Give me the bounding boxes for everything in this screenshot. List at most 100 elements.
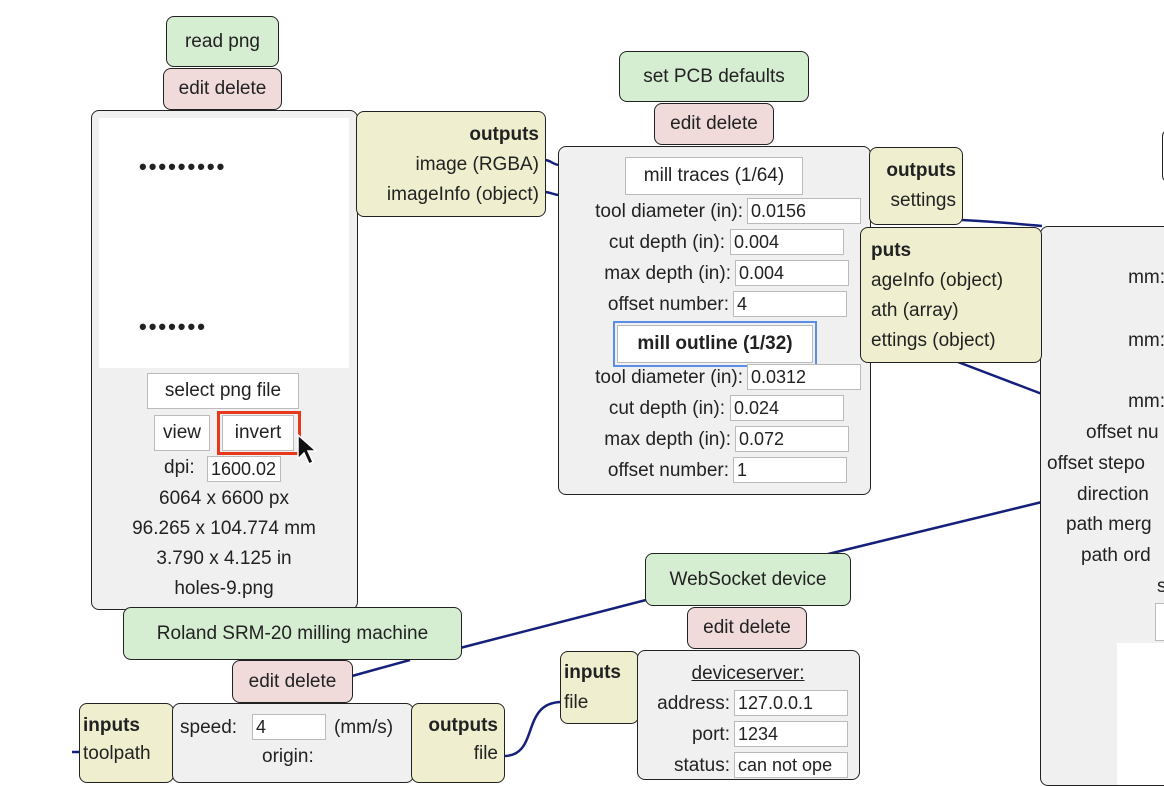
raster-mm-label-2: mm: (1128, 330, 1164, 351)
traces-cut-depth-input[interactable]: 0.004 (730, 229, 844, 255)
highlight-box (217, 411, 301, 455)
inputs-title: inputs (83, 715, 140, 736)
dpi-label: dpi: (164, 457, 195, 478)
roland-title[interactable]: Roland SRM-20 milling machine (123, 607, 462, 660)
raster-direction-label: direction (1077, 484, 1149, 505)
preview-holes-row-bottom: ••••••• (139, 314, 207, 339)
inputs-title: inputs (564, 662, 621, 683)
address-input[interactable]: 127.0.0.1 (734, 690, 848, 716)
input-file[interactable]: file (564, 692, 589, 713)
outline-max-depth-label: max depth (in): (604, 429, 731, 450)
pcb-defaults-panel: mill traces (1/64) tool diameter (in): 0… (558, 146, 871, 495)
raster-mm-label-1: mm: (1128, 267, 1164, 288)
status-label: status: (674, 755, 730, 776)
websocket-edit-delete[interactable]: edit delete (687, 607, 807, 649)
raster-button-partial[interactable] (1155, 603, 1164, 641)
input-toolpath[interactable]: toolpath (83, 743, 151, 764)
read-png-title-text: read png (184, 30, 260, 52)
read-png-title[interactable]: read png (166, 16, 279, 67)
port-input[interactable]: 1234 (734, 721, 848, 747)
outline-offset-number-input[interactable]: 1 (733, 457, 847, 483)
status-input[interactable]: can not ope (734, 752, 848, 778)
raster-mm-label-3: mm: (1128, 391, 1164, 412)
outputs-title: puts (871, 240, 912, 261)
outputs-title: outputs (428, 715, 498, 736)
wire-websocket-to-roland (459, 598, 647, 650)
connection-wires (72, 158, 1043, 758)
roland-title-text: Roland SRM-20 milling machine (156, 622, 429, 644)
view-button[interactable]: view (154, 415, 210, 451)
read-png-edit-delete[interactable]: edit delete (163, 68, 282, 110)
wire-raster-to-machine-a (957, 360, 1043, 396)
speed-unit: (mm/s) (334, 717, 394, 738)
mill-traces-button[interactable]: mill traces (1/64) (625, 157, 803, 195)
raster-offset-number-label: offset nu (1086, 422, 1159, 443)
output-file[interactable]: file (473, 743, 498, 764)
traces-offset-number-input[interactable]: 4 (733, 291, 847, 317)
mill-raster-outputs: puts ageInfo (object) ath (array) etting… (860, 227, 1042, 363)
roland-edit-delete[interactable]: edit delete (232, 660, 353, 703)
outline-tool-diameter-input[interactable]: 0.0312 (747, 364, 861, 390)
mill-traces-label: mill traces (1/64) (643, 165, 785, 186)
mill-raster-panel: mm: mm: mm: offset nu offset stepo direc… (1040, 226, 1164, 786)
outline-max-depth-input[interactable]: 0.072 (735, 426, 849, 452)
raster-s-label: s (1157, 576, 1164, 598)
mill-outline-button[interactable]: mill outline (1/32) (613, 321, 817, 367)
output-imageinfo[interactable]: ageInfo (object) (871, 270, 1004, 291)
dpi-input[interactable]: 1600.02 (207, 456, 281, 482)
address-label: address: (657, 693, 730, 714)
pcb-defaults-title[interactable]: set PCB defaults (619, 51, 809, 102)
invert-button[interactable]: invert (222, 415, 294, 451)
size-in-text: 3.790 x 4.125 in (156, 548, 292, 569)
edit-delete-text: edit delete (670, 113, 758, 134)
read-png-outputs: outputs image (RGBA) imageInfo (object) (356, 111, 546, 217)
origin-label: origin: (262, 746, 314, 767)
traces-tool-diameter-label: tool diameter (in): (595, 201, 743, 222)
outline-cut-depth-input[interactable]: 0.024 (730, 395, 844, 421)
websocket-panel: deviceserver: address: 127.0.0.1 port: 1… (637, 650, 860, 780)
output-imageinfo[interactable]: imageInfo (object) (386, 184, 539, 205)
edit-delete-text: edit delete (178, 78, 267, 99)
pcb-defaults-outputs: outputs settings (869, 147, 963, 225)
output-settings[interactable]: settings (890, 190, 956, 211)
wire-raster-to-websocket (819, 500, 1043, 558)
traces-offset-number-label: offset number: (607, 294, 729, 315)
select-png-file-label: select png file (164, 380, 282, 401)
mouse-cursor-icon (297, 433, 318, 466)
port-label: port: (691, 724, 730, 745)
websocket-title-text: WebSocket device (669, 568, 827, 590)
outline-offset-number-label: offset number: (607, 460, 729, 481)
traces-tool-diameter-input[interactable]: 0.0156 (747, 198, 861, 224)
wire-file-to-websocket (503, 700, 563, 758)
traces-cut-depth-label: cut depth (in): (608, 232, 725, 253)
raster-offset-stepover-label: offset stepo (1047, 453, 1145, 474)
output-image[interactable]: image (RGBA) (415, 154, 539, 175)
outputs-title: outputs (469, 124, 539, 145)
outline-cut-depth-label: cut depth (in): (608, 398, 725, 419)
speed-input[interactable]: 4 (252, 714, 326, 740)
output-path[interactable]: ath (array) (871, 300, 959, 321)
roland-panel: speed: 4 (mm/s) origin: (172, 703, 414, 783)
raster-path-order-label: path ord (1081, 545, 1151, 566)
pcb-defaults-title-text: set PCB defaults (643, 65, 785, 87)
traces-max-depth-input[interactable]: 0.004 (735, 260, 849, 286)
roland-outputs: outputs file (411, 703, 505, 783)
raster-path-merge-label: path merg (1066, 514, 1152, 535)
invert-label: invert (234, 422, 282, 443)
roland-inputs: inputs toolpath (79, 703, 174, 783)
select-png-file-button[interactable]: select png file (147, 373, 299, 409)
wire-settings-to-raster (961, 218, 1043, 228)
filename-text: holes-9.png (174, 578, 274, 599)
view-label: view (162, 422, 201, 443)
websocket-inputs: inputs file (560, 651, 639, 724)
mill-outline-label: mill outline (1/32) (637, 333, 793, 354)
png-preview-image: ••••••••• ••••••• (99, 118, 349, 368)
read-png-panel: ••••••••• ••••••• select png file view i… (91, 110, 358, 610)
pcb-defaults-edit-delete[interactable]: edit delete (654, 103, 774, 145)
edit-delete-text: edit delete (703, 617, 791, 638)
deviceserver-label: deviceserver: (691, 663, 805, 684)
websocket-title[interactable]: WebSocket device (645, 553, 851, 606)
output-settings[interactable]: ettings (object) (871, 330, 996, 351)
wire-roland-to-editdel (351, 658, 411, 678)
speed-label: speed: (180, 717, 238, 738)
